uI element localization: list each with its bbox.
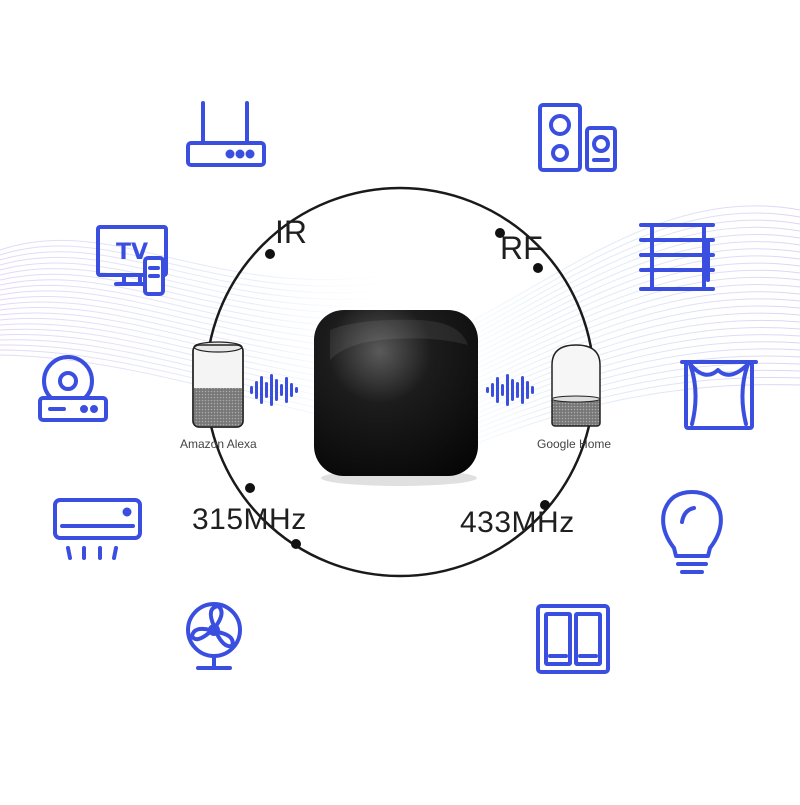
ir-label: IR [275, 214, 307, 250]
wave-line [0, 256, 421, 300]
google-home-label: Google Home [537, 437, 612, 451]
air-conditioner-icon [53, 498, 142, 560]
wall-switch-icon [536, 604, 610, 674]
blinds-icon [639, 223, 715, 291]
tv-label: TV [116, 240, 148, 265]
ring-dots [245, 228, 550, 549]
fan-icon [186, 602, 242, 670]
amazon-alexa-label: Amazon Alexa [180, 437, 257, 451]
wave-line [0, 251, 421, 294]
wave-line [0, 262, 421, 307]
frequency-433-label: 433MHz [460, 506, 575, 539]
ir-rf-hub [314, 310, 478, 486]
amazon-alexa-speaker [192, 341, 244, 428]
google-sound-wave [486, 374, 534, 406]
wave-line [0, 245, 421, 287]
wave-line [0, 239, 421, 281]
tv-icon [96, 225, 168, 296]
router-icon [186, 101, 266, 167]
speaker-icon [538, 103, 617, 172]
google-home-speaker [551, 344, 601, 427]
dvd-player-icon [38, 355, 108, 422]
alexa-sound-wave [250, 374, 298, 406]
rf-label: RF [500, 230, 543, 266]
frequency-315-label: 315MHz [192, 503, 307, 536]
curtain-icon [680, 360, 758, 430]
light-bulb-icon [661, 490, 723, 574]
